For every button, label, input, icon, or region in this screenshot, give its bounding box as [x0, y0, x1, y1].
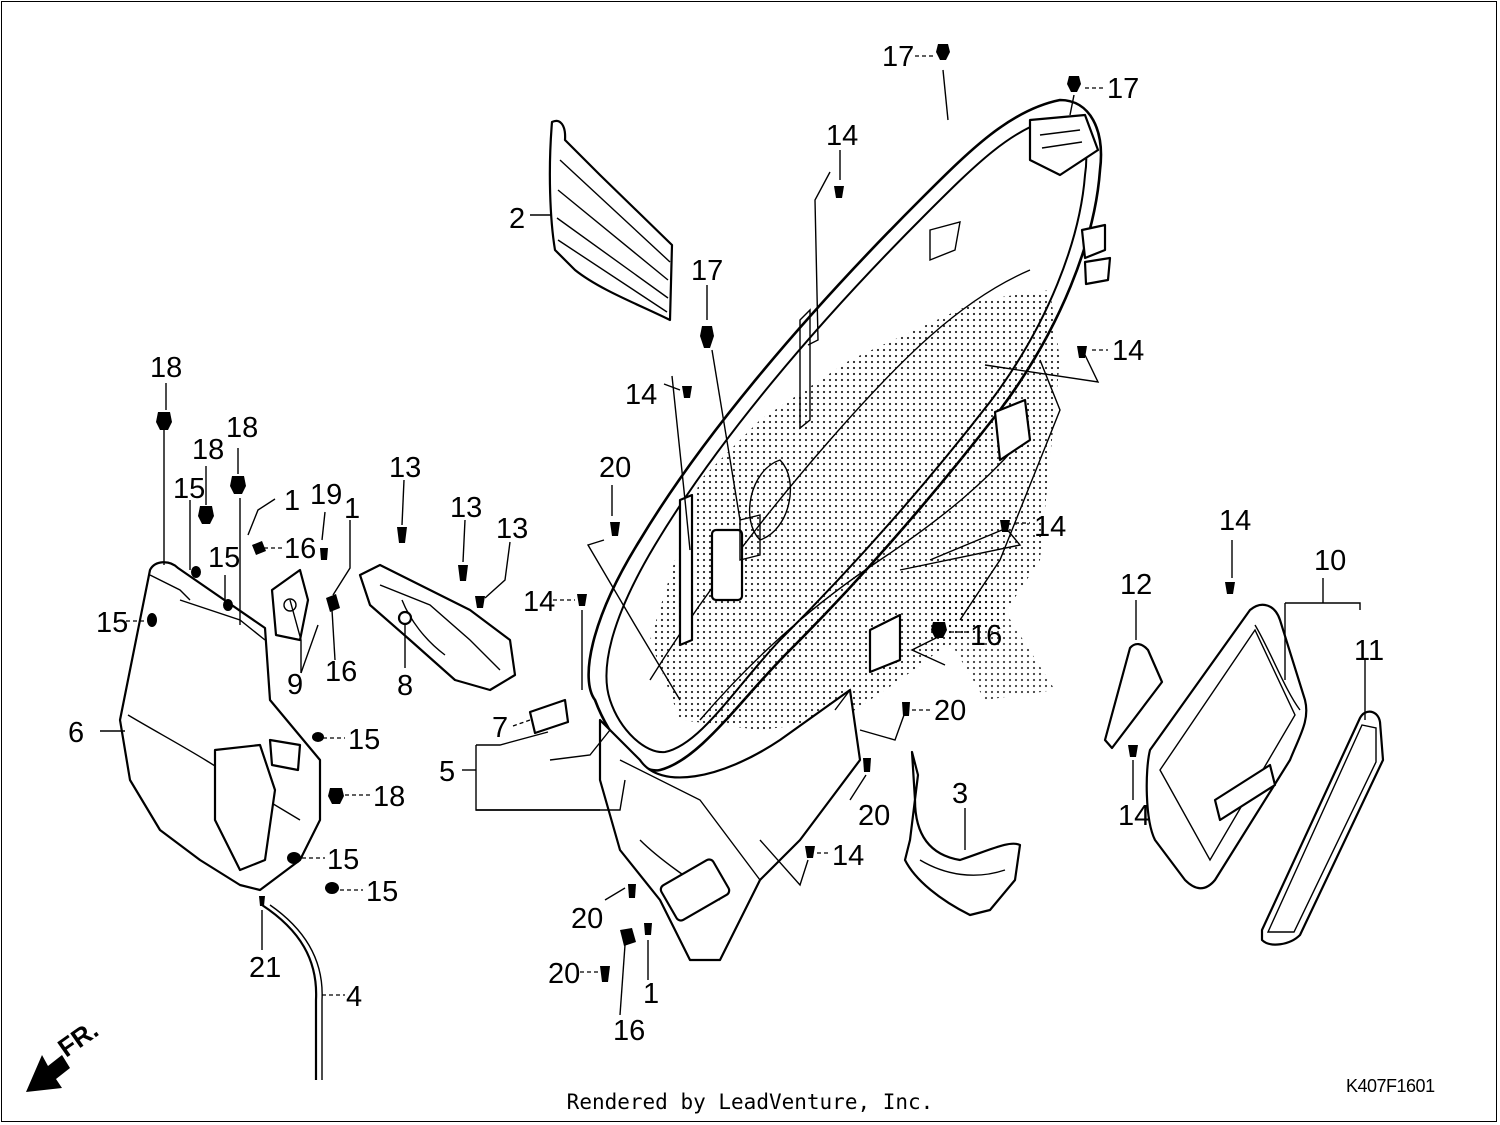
callout-17: 17: [691, 255, 723, 287]
callout-1: 1: [344, 493, 360, 525]
callout-20: 20: [548, 958, 580, 990]
callout-labels: 17 17 14 2 17 14 14 18 18 18 13 20 15 1 …: [68, 41, 1384, 1047]
callout-16: 16: [613, 1015, 645, 1047]
front-direction-label: FR.: [52, 1014, 104, 1063]
callout-8: 7: [492, 712, 508, 744]
callout-15: 15: [348, 724, 380, 756]
callout-7: 11: [1354, 635, 1384, 667]
callout-15: 15: [366, 876, 398, 908]
callout-13: 13: [450, 492, 482, 524]
tube-part-4: [261, 904, 323, 1080]
luggage-box-part-5: [587, 98, 1112, 962]
front-arrow-icon: FR.: [26, 1014, 104, 1092]
callout-17: 16: [970, 620, 1002, 652]
callout-13: 13: [389, 452, 421, 484]
callout-10: 9: [287, 669, 303, 701]
credit-text: Rendered by LeadVenture, Inc.: [566, 1090, 934, 1114]
callout-20: 20: [934, 695, 966, 727]
callout-15: 15: [173, 473, 205, 505]
callout-14: 14: [832, 840, 864, 872]
callout-2: 2: [509, 203, 525, 235]
callout-14: 14: [625, 379, 657, 411]
callout-18: 18: [192, 434, 224, 466]
callout-12: 12: [1120, 569, 1152, 601]
callout-18: 18: [226, 412, 258, 444]
callout-14: 14: [1112, 335, 1144, 367]
diagram-code: K407F1601: [1346, 1076, 1435, 1096]
callout-14: 14: [1118, 800, 1150, 832]
callout-19: 19: [310, 479, 342, 511]
callout-21: 21: [249, 952, 281, 984]
callout-15: 15: [208, 542, 240, 574]
callout-13: 13: [496, 513, 528, 545]
callout-14: 14: [523, 586, 555, 618]
callout-16: 16: [325, 656, 357, 688]
callout-18: 18: [373, 781, 405, 813]
callout-17: 17: [1107, 73, 1139, 105]
latch-part-9: [358, 563, 517, 692]
callout-5: 5: [439, 756, 455, 788]
callout-14: 14: [1219, 505, 1251, 537]
callout-15: 15: [327, 844, 359, 876]
callout-18: 18: [150, 352, 182, 384]
callout-14: 14: [826, 120, 858, 152]
callout-20: 20: [858, 800, 890, 832]
pad-part-8: [528, 698, 570, 735]
callout-6: 10: [1314, 545, 1346, 577]
callout-4: 4: [346, 981, 362, 1013]
cover-part-3: [903, 750, 1022, 917]
callout-20: 20: [571, 903, 603, 935]
callout-3: 3: [952, 778, 968, 810]
grille-part-2: [548, 119, 674, 322]
callout-1: 1: [643, 978, 659, 1010]
callout-9: 8: [397, 670, 413, 702]
callout-14: 14: [1034, 511, 1066, 543]
callout-16: 16: [284, 533, 316, 565]
callout-15: 15: [96, 607, 128, 639]
callout-20: 20: [599, 452, 631, 484]
callout-11: 6: [68, 717, 84, 749]
lid-part-6: [1145, 603, 1308, 890]
fasteners: [147, 44, 1235, 982]
trim-part-12: [1103, 643, 1164, 750]
bracket-part-11: [118, 561, 322, 892]
callout-1: 1: [284, 485, 300, 517]
leader-lines: [100, 55, 1366, 1016]
callout-17: 17: [882, 41, 914, 73]
